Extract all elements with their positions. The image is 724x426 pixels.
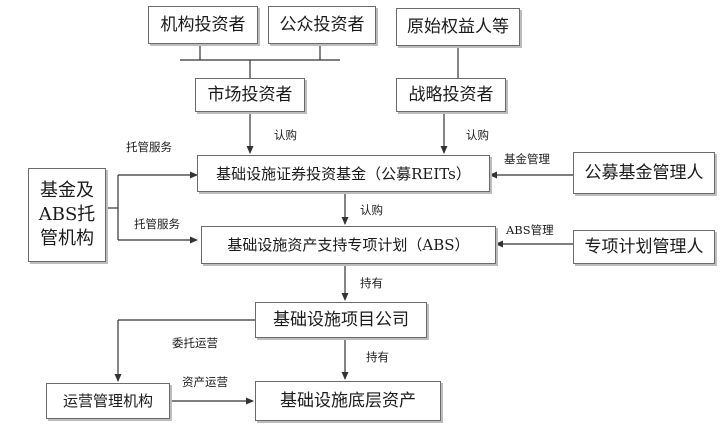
node-custodian-line1: 基金及 [40,179,94,201]
label-subscribe-abs: 认购 [360,203,383,217]
node-abs-plan: 基础设施资产支持专项计划（ABS） [201,226,496,264]
label-asset-operation: 资产运营 [182,375,228,389]
label-hold-company: 持有 [360,276,383,290]
label-custody-service-abs: 托管服务 [134,217,180,231]
node-original-equity-holders: 原始权益人等 [396,8,520,46]
label-hold-assets: 持有 [366,350,389,364]
node-custodian-line3: 管机构 [40,228,94,250]
label-entrusted-operation: 委托运营 [172,336,218,350]
label-subscribe-market: 认购 [274,128,297,142]
label-custody-service-fund: 托管服务 [126,140,172,154]
node-reits-fund: 基础设施证券投资基金（公募REITs） [197,155,490,192]
label-fund-management: 基金管理 [504,152,550,166]
label-abs-management: ABS管理 [506,223,554,237]
node-custodian: 基金及 ABS托 管机构 [28,168,106,262]
label-subscribe-strategic: 认购 [466,128,489,142]
node-institutional-investors: 机构投资者 [148,6,258,44]
node-public-fund-manager: 公募基金管理人 [573,152,715,194]
node-market-investors: 市场投资者 [195,78,305,112]
node-strategic-investors: 战略投资者 [396,78,506,112]
node-public-investors: 公众投资者 [268,6,376,44]
node-operator: 运营管理机构 [46,383,170,419]
node-project-company: 基础设施项目公司 [255,302,427,338]
node-underlying-assets: 基础设施底层资产 [255,381,441,421]
node-custodian-line2: ABS托 [38,203,96,225]
node-special-plan-manager: 专项计划管理人 [573,230,715,264]
